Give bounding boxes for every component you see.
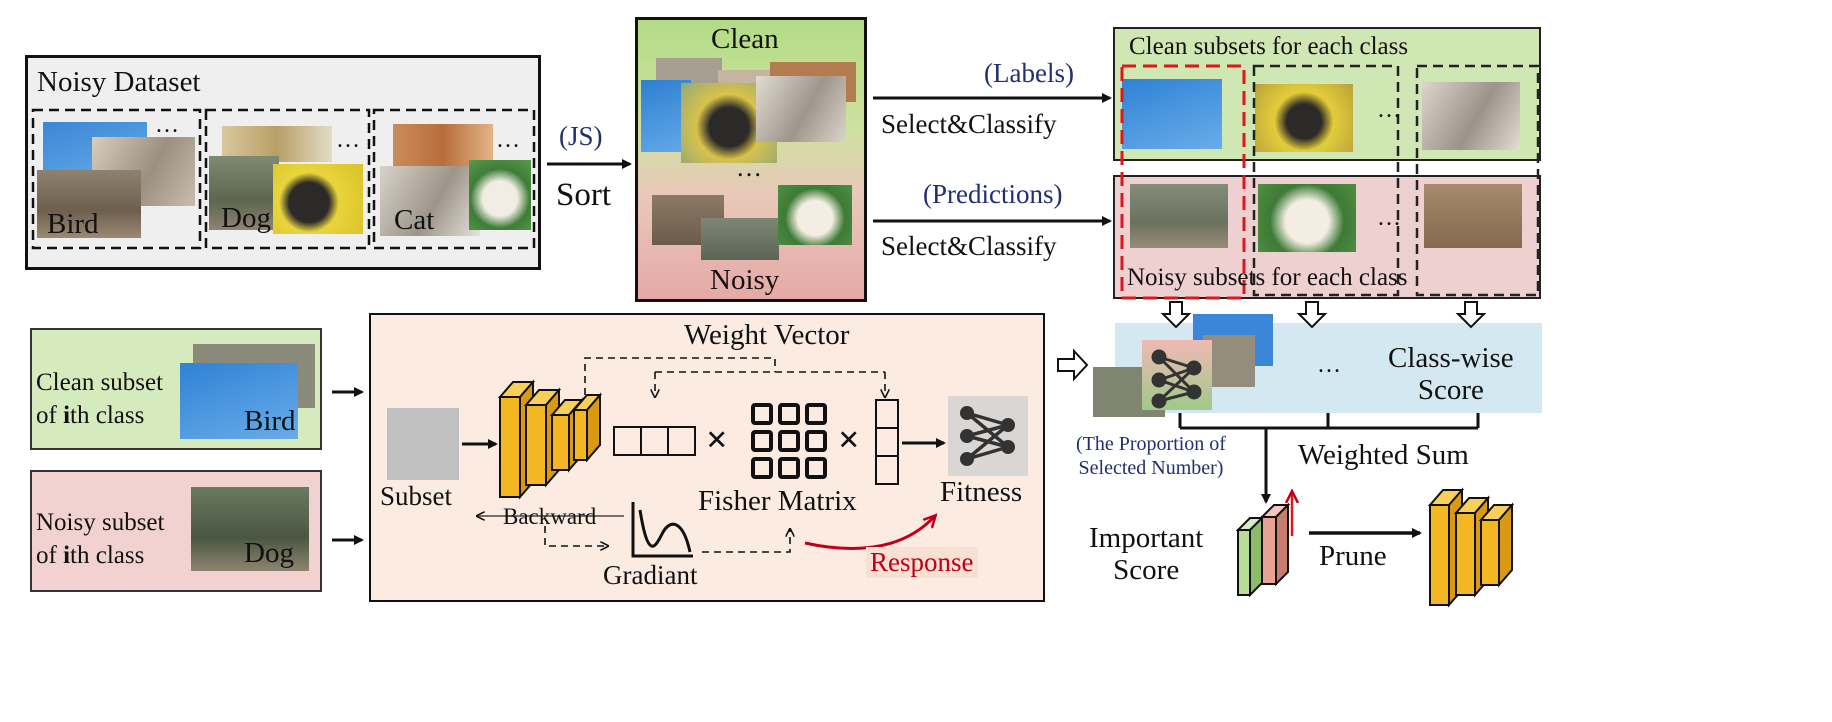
importance-score-blocks: [1235, 502, 1291, 598]
group-bird-box: [31, 108, 202, 250]
cnn-block: [497, 379, 603, 500]
gradient-chart-icon: [631, 502, 693, 558]
hollow-down-arrow: [1296, 301, 1328, 329]
group-label-bird: Bird: [47, 208, 99, 240]
ellipsis: …: [496, 127, 520, 153]
seagull-photo: [209, 156, 279, 230]
puppy-photo: [1258, 184, 1356, 252]
weight-vector-dashed-route: [584, 357, 776, 395]
clean-subset-caption: Clean subset of ith class: [36, 369, 164, 429]
response-arrow: [804, 516, 935, 551]
kitten-photo: [393, 124, 493, 166]
sort-label: Sort: [556, 177, 612, 213]
class-column-dog: [1252, 64, 1400, 297]
gradient-dashed-route: [544, 526, 607, 546]
weight-vector-label: Weight Vector: [684, 319, 850, 351]
gradient-dashed-route: [702, 530, 790, 553]
ellipsis: …: [1377, 97, 1401, 123]
dog-tongue-photo: [273, 164, 363, 234]
fisher-matrix-label: Fisher Matrix: [698, 485, 857, 517]
bird-sky-photo: [180, 363, 298, 439]
labels-note: (Labels): [984, 58, 1074, 88]
clean-subsets-title: Clean subsets for each class: [1129, 33, 1409, 60]
sorted-ellipsis: …: [736, 153, 762, 182]
bird-sky-photo: [1122, 79, 1222, 149]
gradiant-label: Gradiant: [603, 560, 698, 590]
side-photo-label-dog: Dog: [244, 537, 294, 569]
hollow-down-arrow: [1160, 301, 1192, 329]
multiply-sign: ×: [706, 419, 728, 461]
class-column-bird-highlight: [1120, 64, 1246, 300]
predictions-note: (Predictions): [923, 179, 1063, 209]
puppy-photo: [778, 185, 852, 245]
cat-photo: [756, 76, 846, 142]
fitness-label: Fitness: [940, 476, 1023, 508]
ellipsis: …: [155, 112, 179, 138]
noisy-subset-caption: Noisy subset of ith class: [36, 509, 165, 569]
group-dog-box: [204, 108, 371, 250]
seagull-photo: [191, 487, 309, 571]
network-icon: [948, 396, 1028, 476]
select-classify-label: Select&Classify: [881, 231, 1057, 261]
ellipsis: …: [1377, 205, 1401, 231]
seagull-photo: [37, 170, 141, 238]
weight-vector-row: [613, 426, 696, 456]
ellipsis: …: [336, 127, 360, 153]
cat-photo: [1422, 82, 1520, 150]
group-label-dog: Dog: [221, 202, 271, 234]
sort-note: (JS): [559, 121, 603, 151]
weighted-sum-bracket: [1178, 413, 1480, 430]
kitten-photo: [1424, 184, 1522, 248]
hollow-down-arrow: [1455, 301, 1487, 329]
noisy-dataset-title: Noisy Dataset: [37, 66, 201, 98]
seagull-photo: [701, 218, 779, 260]
hollow-right-arrow: [1057, 348, 1089, 382]
prune-label: Prune: [1319, 540, 1387, 572]
select-classify-label: Select&Classify: [881, 109, 1057, 139]
noisy-subsets-title: Noisy subsets for each class: [1127, 264, 1408, 291]
score-ellipsis: …: [1317, 352, 1341, 378]
score-network-icon: [1151, 349, 1202, 409]
side-photo-label-bird: Bird: [244, 405, 296, 437]
backward-label: Backward: [503, 504, 597, 529]
weighted-sum-label: Weighted Sum: [1298, 439, 1469, 471]
seagull-photo: [1130, 184, 1228, 248]
pruned-cnn-block: [1427, 487, 1515, 608]
weight-vector-column: [875, 399, 899, 485]
subset-label: Subset: [380, 481, 453, 511]
subset-square: [387, 408, 459, 480]
multiply-sign: ×: [838, 419, 860, 461]
class-column-cat: [1415, 64, 1540, 297]
group-cat-box: [372, 108, 536, 250]
puppy-photo: [469, 160, 531, 230]
dog-tongue-photo: [1255, 84, 1353, 152]
sorted-clean-label: Clean: [711, 23, 779, 55]
response-label: Response: [866, 547, 978, 578]
sorted-noisy-label: Noisy: [710, 264, 780, 296]
fisher-matrix-grid: [751, 403, 827, 479]
group-label-cat: Cat: [394, 204, 435, 236]
cat-photo: [380, 166, 480, 236]
